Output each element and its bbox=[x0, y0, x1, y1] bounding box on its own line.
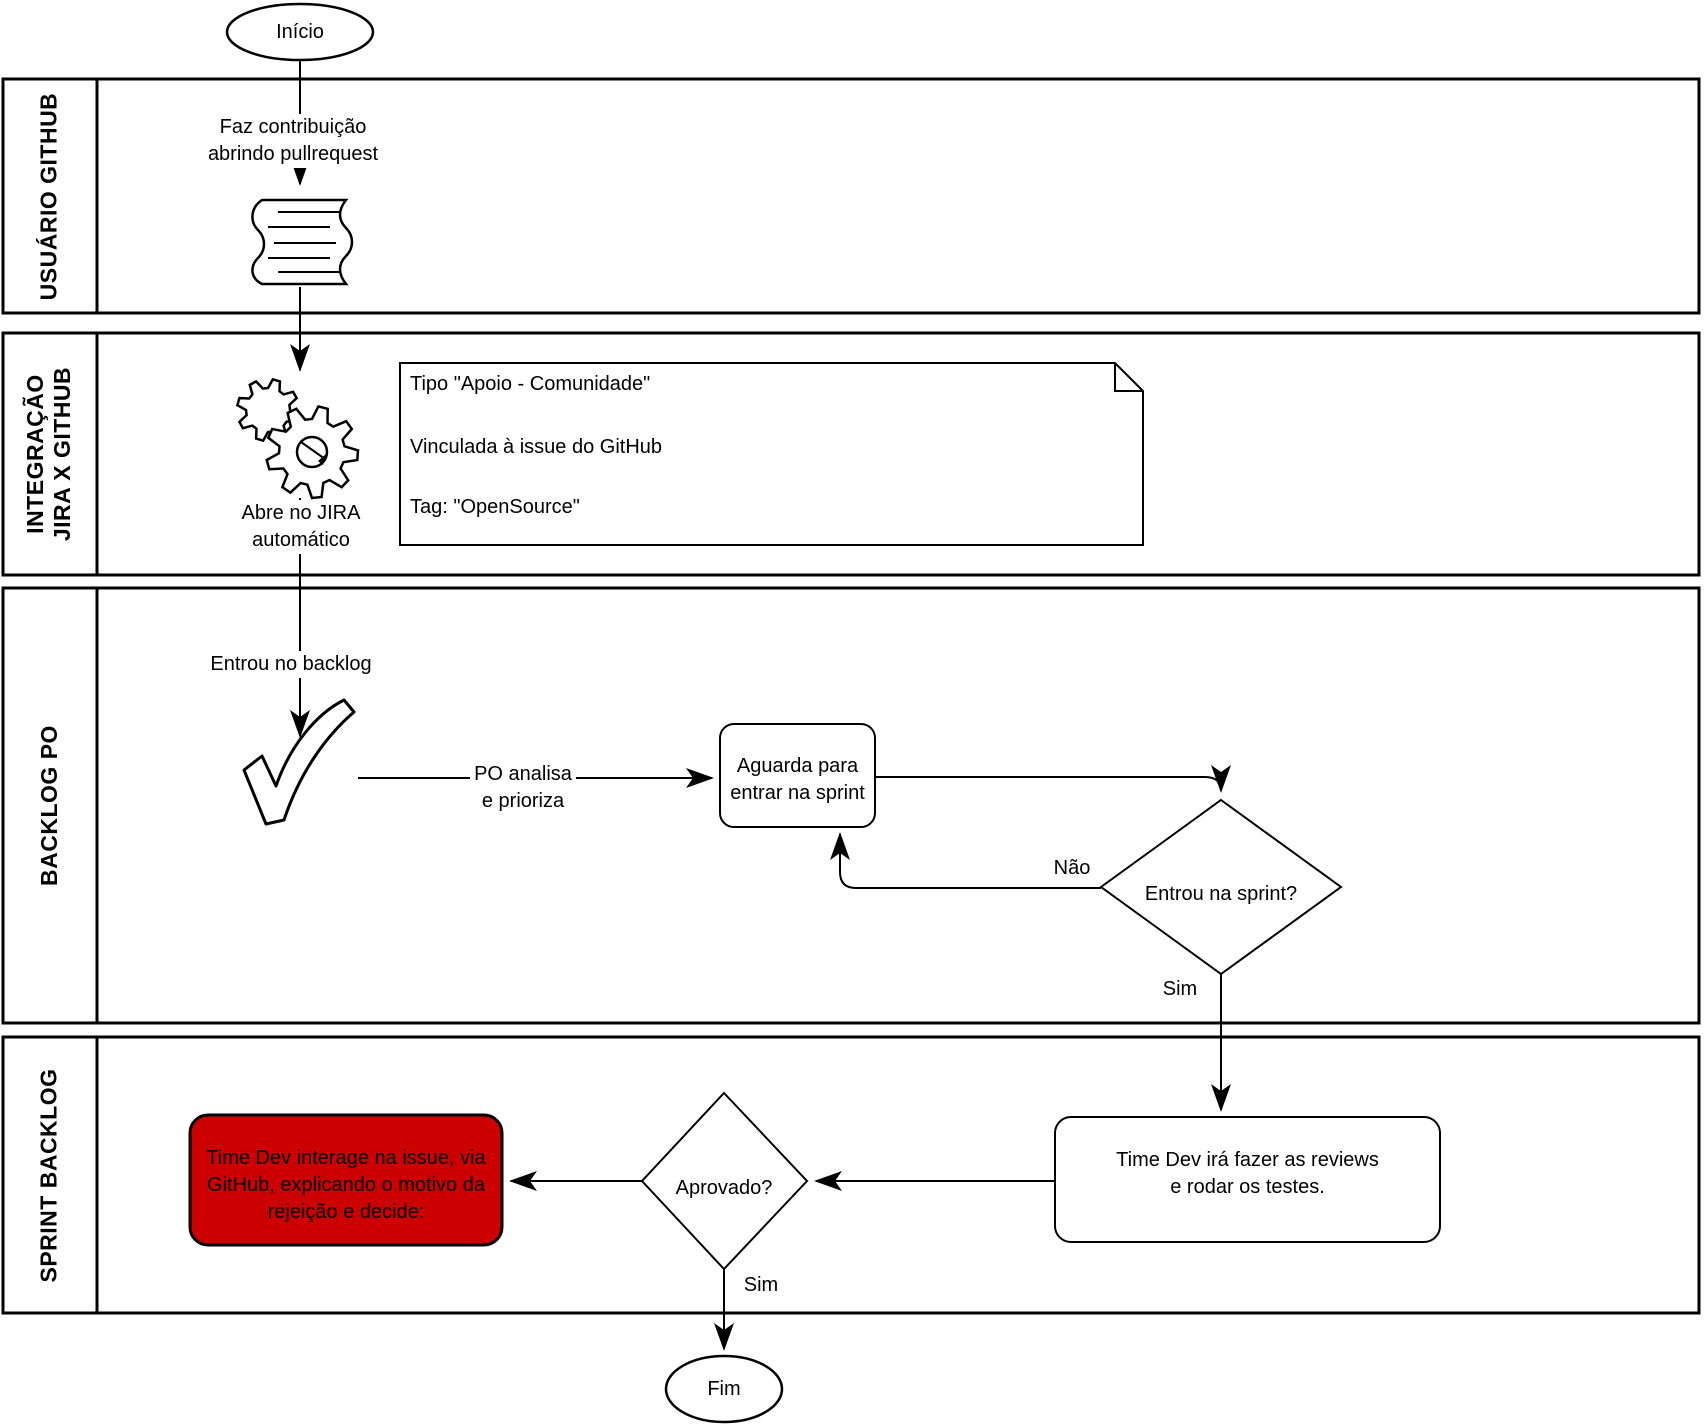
lane-label-sprint-backlog: SPRINT BACKLOG bbox=[36, 1038, 63, 1314]
lane-label-text: BACKLOG PO bbox=[36, 725, 62, 886]
label-line: e rodar os testes. bbox=[1170, 1176, 1325, 1198]
label-line: PO analisa bbox=[470, 761, 576, 788]
end-terminator bbox=[664, 1354, 784, 1424]
label-line: entrar na sprint bbox=[730, 782, 865, 804]
lane-github-user bbox=[1, 77, 1701, 315]
approved-decision-label: Aprovado? bbox=[675, 1177, 773, 1199]
sprint-decision-label: Entrou na sprint? bbox=[1144, 883, 1298, 905]
label-line: rejeição e decide: bbox=[267, 1201, 425, 1223]
label-line: Time Dev interage na issue, via bbox=[206, 1147, 486, 1169]
no-label: Não bbox=[1053, 857, 1091, 879]
note-line-tipo: Tipo "Apoio - Comunidade" bbox=[410, 373, 651, 395]
yes-label-sprint: Sim bbox=[1162, 978, 1198, 1000]
sprint-decision-diamond bbox=[1099, 798, 1343, 976]
label-line: abrindo pullrequest bbox=[203, 141, 383, 168]
label-line: Abre no JIRA bbox=[237, 500, 365, 527]
lane-label-backlog-po: BACKLOG PO bbox=[36, 588, 63, 1023]
gear-icon bbox=[235, 377, 360, 500]
label-line: Aguarda para bbox=[736, 755, 859, 777]
reviews-box-label: Time Dev irá fazer as reviews e rodar os… bbox=[1060, 1147, 1435, 1201]
approved-decision-diamond bbox=[640, 1091, 809, 1271]
lane-jira-github-integration bbox=[1, 331, 1701, 577]
wait-box-label: Aguarda para entrar na sprint bbox=[722, 753, 873, 807]
reject-box bbox=[188, 1113, 504, 1247]
start-label: Início bbox=[276, 21, 324, 43]
label-line: Entrou no backlog bbox=[206, 651, 376, 678]
backlog-entered-label: Entrou no backlog bbox=[141, 651, 441, 678]
label-line: Time Dev irá fazer as reviews bbox=[1116, 1149, 1379, 1171]
lane-label-integracao: INTEGRAÇÃO JIRA X GITHUB bbox=[22, 333, 76, 575]
note-line-tag: Tag: "OpenSource" bbox=[410, 496, 580, 518]
lane-label-text: JIRA X GITHUB bbox=[49, 366, 75, 542]
yes-label-approved: Sim bbox=[743, 1274, 779, 1296]
start-terminator bbox=[225, 2, 375, 62]
note-line-vinculada: Vinculada à issue do GitHub bbox=[410, 436, 663, 458]
lane-label-text: INTEGRAÇÃO bbox=[22, 374, 48, 534]
wait-for-sprint-box bbox=[719, 723, 876, 828]
edge-no-loop bbox=[830, 832, 1101, 889]
label-line: GitHub, explicando o motivo da bbox=[207, 1174, 485, 1196]
edge-wait-to-decision bbox=[875, 764, 1231, 793]
end-label: Fim bbox=[707, 1378, 741, 1400]
lane-label-usuario-github: USUÁRIO GITHUB bbox=[36, 80, 63, 314]
reviews-box bbox=[1054, 1116, 1441, 1243]
lane-label-text: USUÁRIO GITHUB bbox=[35, 92, 62, 301]
label-line: automático bbox=[248, 527, 354, 554]
label-line: e prioriza bbox=[477, 788, 569, 815]
lane-label-text: SPRINT BACKLOG bbox=[35, 1068, 62, 1283]
note-box bbox=[399, 362, 1144, 546]
lane-backlog-po bbox=[1, 586, 1701, 1025]
label-line: Faz contribuição bbox=[215, 114, 371, 141]
po-analyzes-label: PO analisa e prioriza bbox=[373, 761, 673, 815]
reject-box-label: Time Dev interage na issue, via GitHub, … bbox=[200, 1145, 492, 1226]
jira-auto-label: Abre no JIRA automático bbox=[151, 500, 451, 554]
lane-sprint-backlog bbox=[1, 1035, 1701, 1315]
contribution-label: Faz contribuição abrindo pullrequest bbox=[143, 114, 443, 168]
document-icon bbox=[251, 198, 354, 286]
checkmark-icon bbox=[242, 698, 356, 826]
